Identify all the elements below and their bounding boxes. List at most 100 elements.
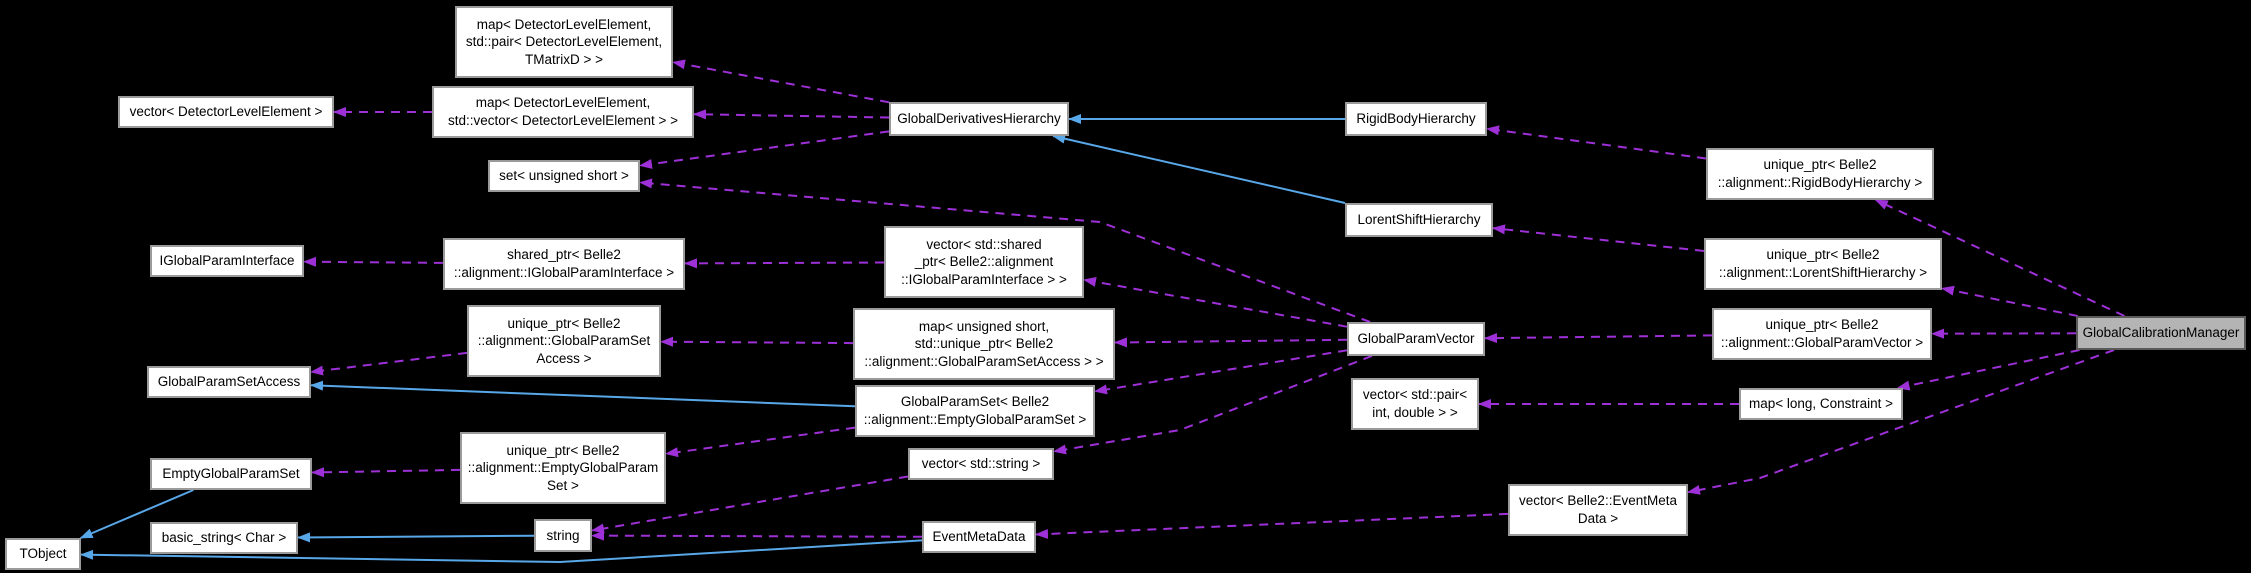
- class-node-label: std::pair< DetectorLevelElement,: [465, 34, 663, 50]
- class-node-lsh[interactable]: LorentShiftHierarchy: [1345, 203, 1493, 237]
- class-node-vector-string[interactable]: vector< std::string >: [908, 448, 1054, 480]
- class-node-igpi[interactable]: IGlobalParamInterface: [150, 245, 304, 277]
- class-node-label: ::alignment::EmptyGlobalParamSet >: [863, 412, 1087, 427]
- edge-uses-gpv-set-ushort: [639, 178, 1371, 323]
- class-node-label: unique_ptr< Belle2: [1766, 247, 1880, 263]
- class-node-label: Set >: [547, 477, 579, 493]
- class-node-label: std::vector< DetectorLevelElement > >: [448, 113, 678, 128]
- edge-inherits-lsh-gdh: [1052, 133, 1346, 204]
- class-node-uptr-empty-gps[interactable]: unique_ptr< Belle2::alignment::EmptyGlob…: [460, 432, 666, 504]
- edge-uses-uptr-gpsa-gpsa: [310, 351, 468, 376]
- class-node-uptr-lsh[interactable]: unique_ptr< Belle2::alignment::LorentShi…: [1704, 238, 1942, 290]
- class-node-label: RigidBodyHierarchy: [1356, 111, 1476, 127]
- class-node-label: vector< DetectorLevelElement >: [129, 104, 323, 120]
- class-node-label: ::alignment::GlobalParamVector >: [1720, 335, 1924, 350]
- edge-uses-gpv-map-ushort-gpsa: [1114, 337, 1348, 348]
- class-node-emd[interactable]: EventMetaData: [922, 521, 1036, 553]
- class-node-uptr-gpv[interactable]: unique_ptr< Belle2::alignment::GlobalPar…: [1712, 308, 1932, 360]
- edge-uses-map-ushort-gpsa-uptr-gpsa: [660, 336, 854, 347]
- edge-uses-uptr-gpv-gpv: [1484, 333, 1713, 344]
- class-node-label: vector< std::string >: [921, 456, 1041, 472]
- edge-uses-vec-sptr-igpi-sptr-igpi: [684, 258, 885, 269]
- class-node-tobject[interactable]: TObject: [5, 538, 81, 570]
- edge-uses-gpv-gps-empty: [1094, 349, 1348, 395]
- class-node-set-ushort[interactable]: set< unsigned short >: [488, 160, 640, 192]
- class-node-gps-empty[interactable]: GlobalParamSet< Belle2::alignment::Empty…: [855, 385, 1095, 437]
- class-node-label: GlobalParamSet< Belle2: [900, 394, 1050, 410]
- edge-uses-uptr-lsh-lsh: [1492, 224, 1705, 252]
- class-node-label: EmptyGlobalParamSet: [162, 466, 300, 482]
- class-node-label: GlobalDerivativesHierarchy: [897, 111, 1061, 127]
- class-node-label: ::alignment::GlobalParamSet: [477, 333, 651, 349]
- class-node-gdh[interactable]: GlobalDerivativesHierarchy: [889, 102, 1069, 136]
- class-node-label: EventMetaData: [932, 529, 1026, 545]
- edge-uses-gdh-set-ushort: [639, 130, 890, 169]
- class-node-label: GlobalParamVector: [1357, 331, 1475, 347]
- class-node-gcm[interactable]: GlobalCalibrationManager: [2076, 316, 2246, 350]
- class-node-label: GlobalCalibrationManager: [2082, 325, 2240, 341]
- class-node-label: IGlobalParamInterface: [159, 253, 295, 269]
- class-node-label: map< DetectorLevelElement,: [475, 95, 651, 111]
- class-node-label: vector< std::shared: [926, 236, 1042, 252]
- class-node-rbh[interactable]: RigidBodyHierarchy: [1345, 102, 1487, 136]
- edge-uses-sptr-igpi-igpi: [303, 256, 444, 267]
- edge-inherits-empty-gps-tobject: [79, 489, 194, 539]
- edge-uses-gps-empty-uptr-empty-gps: [665, 426, 856, 458]
- class-node-map-dle-pair[interactable]: map< DetectorLevelElement, std::pair< De…: [455, 6, 673, 78]
- class-node-label: map< DetectorLevelElement,: [476, 16, 652, 32]
- class-node-label: TMatrixD > >: [524, 51, 603, 67]
- class-node-label: string: [546, 527, 580, 543]
- edge-uses-gcm-vec-emd: [1687, 349, 2115, 495]
- class-node-label: vector< Belle2::EventMeta: [1519, 493, 1677, 509]
- class-node-label: LorentShiftHierarchy: [1357, 212, 1481, 228]
- class-node-label: unique_ptr< Belle2: [506, 442, 620, 458]
- class-node-label: unique_ptr< Belle2: [1763, 157, 1877, 173]
- class-node-vector-dle[interactable]: vector< DetectorLevelElement >: [118, 96, 334, 128]
- class-node-uptr-gpsa[interactable]: unique_ptr< Belle2::alignment::GlobalPar…: [467, 305, 661, 377]
- class-node-empty-gps[interactable]: EmptyGlobalParamSet: [150, 458, 312, 490]
- class-node-map-long-constraint[interactable]: map< long, Constraint >: [1739, 388, 1903, 420]
- class-node-label: ::alignment::RigidBodyHierarchy >: [1717, 175, 1923, 190]
- class-node-label: set< unsigned short >: [499, 168, 629, 184]
- class-node-label: ::alignment::LorentShiftHierarchy >: [1718, 265, 1928, 280]
- edge-inherits-emd-tobject: [80, 539, 923, 564]
- edge-inherits-string-basic-string: [297, 532, 535, 543]
- edge-uses-uptr-rbh-rbh: [1486, 125, 1707, 160]
- class-node-label: int, double > >: [1372, 405, 1458, 420]
- class-node-sptr-igpi[interactable]: shared_ptr< Belle2::alignment::IGlobalPa…: [443, 238, 685, 290]
- edge-uses-gpv-vec-sptr-igpi: [1083, 276, 1348, 328]
- edge-uses-gdh-map-dle-pair: [672, 59, 890, 104]
- class-node-gpsa[interactable]: GlobalParamSetAccess: [147, 366, 311, 398]
- class-node-map-dle-vector[interactable]: map< DetectorLevelElement, std::vector< …: [432, 86, 694, 138]
- class-node-label: ::IGlobalParamInterface > >: [901, 271, 1067, 287]
- class-node-label: unique_ptr< Belle2: [1765, 317, 1879, 333]
- class-node-map-ushort-gpsa[interactable]: map< unsigned short, std::unique_ptr< Be…: [853, 308, 1115, 380]
- edge-uses-gdh-map-dle-vector: [693, 109, 890, 120]
- class-node-label: ::alignment::GlobalParamSetAccess > >: [864, 353, 1104, 369]
- class-node-uptr-rbh[interactable]: unique_ptr< Belle2::alignment::RigidBody…: [1706, 148, 1934, 200]
- edge-uses-gcm-uptr-lsh: [1941, 285, 2078, 317]
- edge-uses-vector-string-string: [591, 475, 909, 534]
- class-node-label: map< long, Constraint >: [1748, 396, 1894, 412]
- class-node-gpv[interactable]: GlobalParamVector: [1347, 322, 1485, 356]
- class-node-label: std::unique_ptr< Belle2: [914, 336, 1054, 352]
- class-node-label: GlobalParamSetAccess: [157, 374, 301, 390]
- class-node-label: TObject: [19, 546, 67, 562]
- class-node-label: _ptr< Belle2::alignment: [914, 254, 1054, 270]
- class-node-string[interactable]: string: [534, 519, 592, 552]
- edge-uses-gpv-vector-string: [1053, 355, 1373, 455]
- edge-uses-gcm-uptr-rbh: [1874, 199, 2125, 317]
- class-node-vec-pair-int-double[interactable]: vector< std::pair<int, double > >: [1351, 378, 1479, 430]
- class-node-label: vector< std::pair<: [1362, 387, 1468, 403]
- class-node-vec-sptr-igpi[interactable]: vector< std::shared_ptr< Belle2::alignme…: [884, 226, 1084, 298]
- edge-uses-uptr-empty-gps-empty-gps: [311, 467, 461, 478]
- class-node-label: ::alignment::IGlobalParamInterface >: [453, 265, 675, 280]
- edge-uses-emd-string: [591, 530, 923, 541]
- class-node-label: unique_ptr< Belle2: [507, 315, 621, 331]
- class-node-basic-string[interactable]: basic_string< Char >: [150, 522, 298, 554]
- edge-uses-vec-emd-emd: [1035, 512, 1509, 539]
- class-node-label: shared_ptr< Belle2: [507, 247, 621, 263]
